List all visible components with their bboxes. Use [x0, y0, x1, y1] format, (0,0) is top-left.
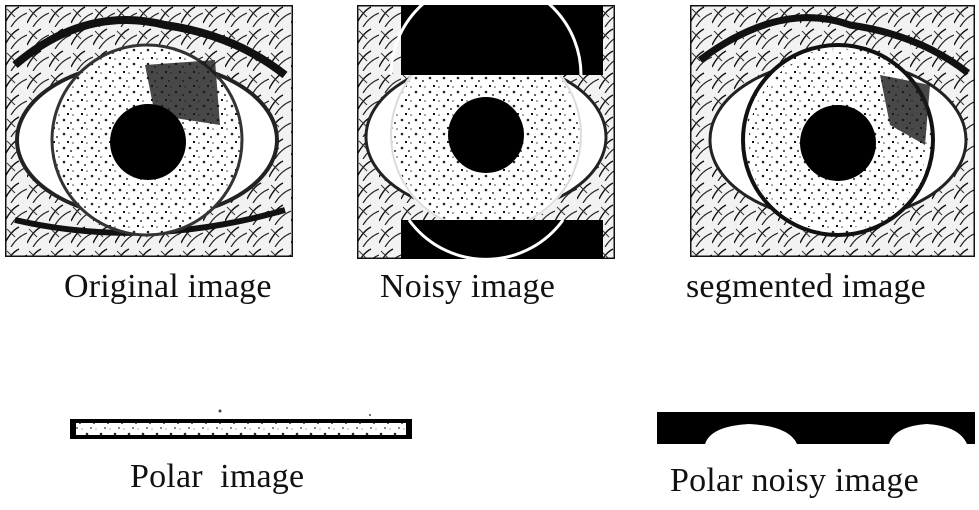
- caption-segmented: segmented image: [686, 268, 926, 306]
- segmented-eye-image: [690, 5, 975, 257]
- original-eye-image: [5, 5, 293, 257]
- caption-polar: Polar image: [130, 458, 304, 496]
- caption-polar-noisy: Polar noisy image: [670, 462, 919, 500]
- polar-noisy-image-strip: [657, 412, 975, 444]
- polar-image-strip: [70, 403, 412, 439]
- noisy-eye-image: [357, 5, 615, 259]
- caption-noisy: Noisy image: [380, 268, 555, 306]
- caption-original: Original image: [64, 268, 272, 306]
